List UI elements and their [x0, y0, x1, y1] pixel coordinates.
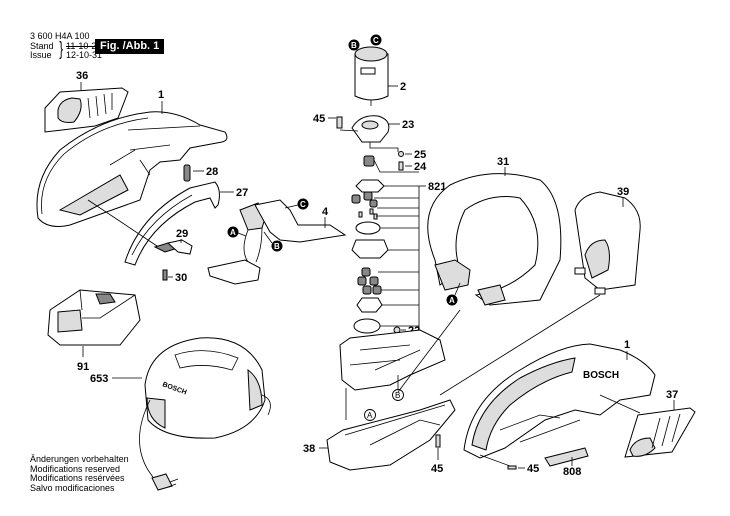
part-28-spring[interactable] — [183, 164, 191, 182]
label-37: 37 — [666, 389, 678, 401]
label-36: 36 — [76, 70, 88, 82]
label-653: 653 — [90, 373, 108, 385]
label-31: 31 — [497, 156, 509, 168]
label-29: 29 — [176, 228, 188, 240]
label-39: 39 — [617, 186, 629, 198]
part-24-screw[interactable] — [398, 161, 404, 171]
part-27-switch-lever[interactable] — [124, 181, 220, 266]
label-24: 24 — [414, 161, 427, 173]
marker-c-2: C — [370, 34, 382, 46]
part-23-motor-mount[interactable] — [351, 115, 390, 143]
label-808: 808 — [563, 466, 581, 478]
part-25-washer[interactable] — [398, 151, 404, 157]
part-29-lock-button[interactable] — [153, 239, 193, 255]
label-1-left: 1 — [158, 89, 164, 101]
note-en: Modifications reserved — [30, 463, 121, 474]
marker-a-2: A — [364, 409, 376, 421]
svg-text:B: B — [395, 391, 400, 400]
part-45-screw-bottom[interactable] — [435, 434, 441, 448]
svg-text:B: B — [274, 242, 280, 251]
marker-b-1: B — [271, 240, 283, 252]
figure-label: Fig. /Abb. 1 — [95, 39, 165, 54]
label-4: 4 — [322, 206, 329, 218]
marker-c-1: C — [297, 198, 309, 210]
part-45-screw-top[interactable] — [336, 116, 343, 129]
part-36-grille[interactable] — [44, 87, 129, 133]
svg-text:C: C — [373, 36, 379, 45]
marker-b-2: B — [348, 39, 360, 51]
label-45-bottom: 45 — [431, 463, 443, 475]
part-2-motor[interactable] — [354, 46, 389, 106]
note-es: Salvo modificaciones — [30, 482, 115, 493]
label-91: 91 — [77, 361, 89, 373]
label-2: 2 — [400, 81, 406, 93]
part-4-electronics[interactable] — [207, 199, 347, 285]
part-38-gear-cover[interactable] — [326, 399, 456, 471]
stand-date: 11-10-25 — [66, 41, 102, 51]
stand-label: Stand — [30, 41, 54, 51]
label-38: 38 — [303, 443, 315, 455]
label-27: 27 — [236, 187, 248, 199]
svg-text:C: C — [300, 200, 306, 209]
modification-notes: Änderungen vorbehalten Modifications res… — [30, 454, 129, 493]
part-37-front-grille[interactable] — [624, 407, 696, 458]
label-821: 821 — [428, 181, 446, 193]
label-1-right: 1 — [624, 339, 630, 351]
issue-label: Issue — [30, 50, 52, 60]
part-39-hand-guard[interactable] — [574, 191, 641, 295]
svg-text:B: B — [351, 41, 357, 50]
marker-a-3: A — [446, 294, 458, 306]
part-821-gear-stack[interactable] — [351, 155, 389, 334]
svg-text:A: A — [449, 296, 455, 305]
part-653-charger[interactable] — [139, 337, 271, 491]
part-1-housing-left[interactable] — [36, 111, 228, 227]
label-45-right: 45 — [527, 463, 539, 475]
part-gear-housing[interactable] — [339, 329, 446, 420]
note-de: Änderungen vorbehalten — [30, 454, 129, 464]
housing-brand-logo: BOSCH — [583, 370, 619, 381]
label-28: 28 — [206, 166, 218, 178]
label-45-top: 45 — [313, 113, 325, 125]
part-30-spring[interactable] — [162, 269, 168, 281]
label-25: 25 — [414, 149, 426, 161]
part-1-housing-right[interactable]: BOSCH — [463, 343, 656, 459]
part-number: 3 600 H4A 100 — [30, 31, 90, 41]
note-fr: Modifications resérvées — [30, 473, 125, 484]
marker-b-3: B — [392, 389, 404, 401]
part-31-guard-loop[interactable] — [427, 173, 562, 306]
label-23: 23 — [402, 119, 414, 131]
svg-text:A: A — [230, 228, 236, 237]
svg-text:A: A — [367, 411, 373, 420]
part-45-screw-right[interactable] — [507, 465, 517, 470]
issue-date: 12-10-31 — [66, 50, 103, 60]
part-808-label[interactable] — [544, 447, 589, 467]
header-brace: } — [59, 39, 64, 60]
part-91-battery[interactable] — [47, 289, 141, 346]
label-30: 30 — [175, 272, 187, 284]
marker-a-1: A — [227, 226, 239, 238]
